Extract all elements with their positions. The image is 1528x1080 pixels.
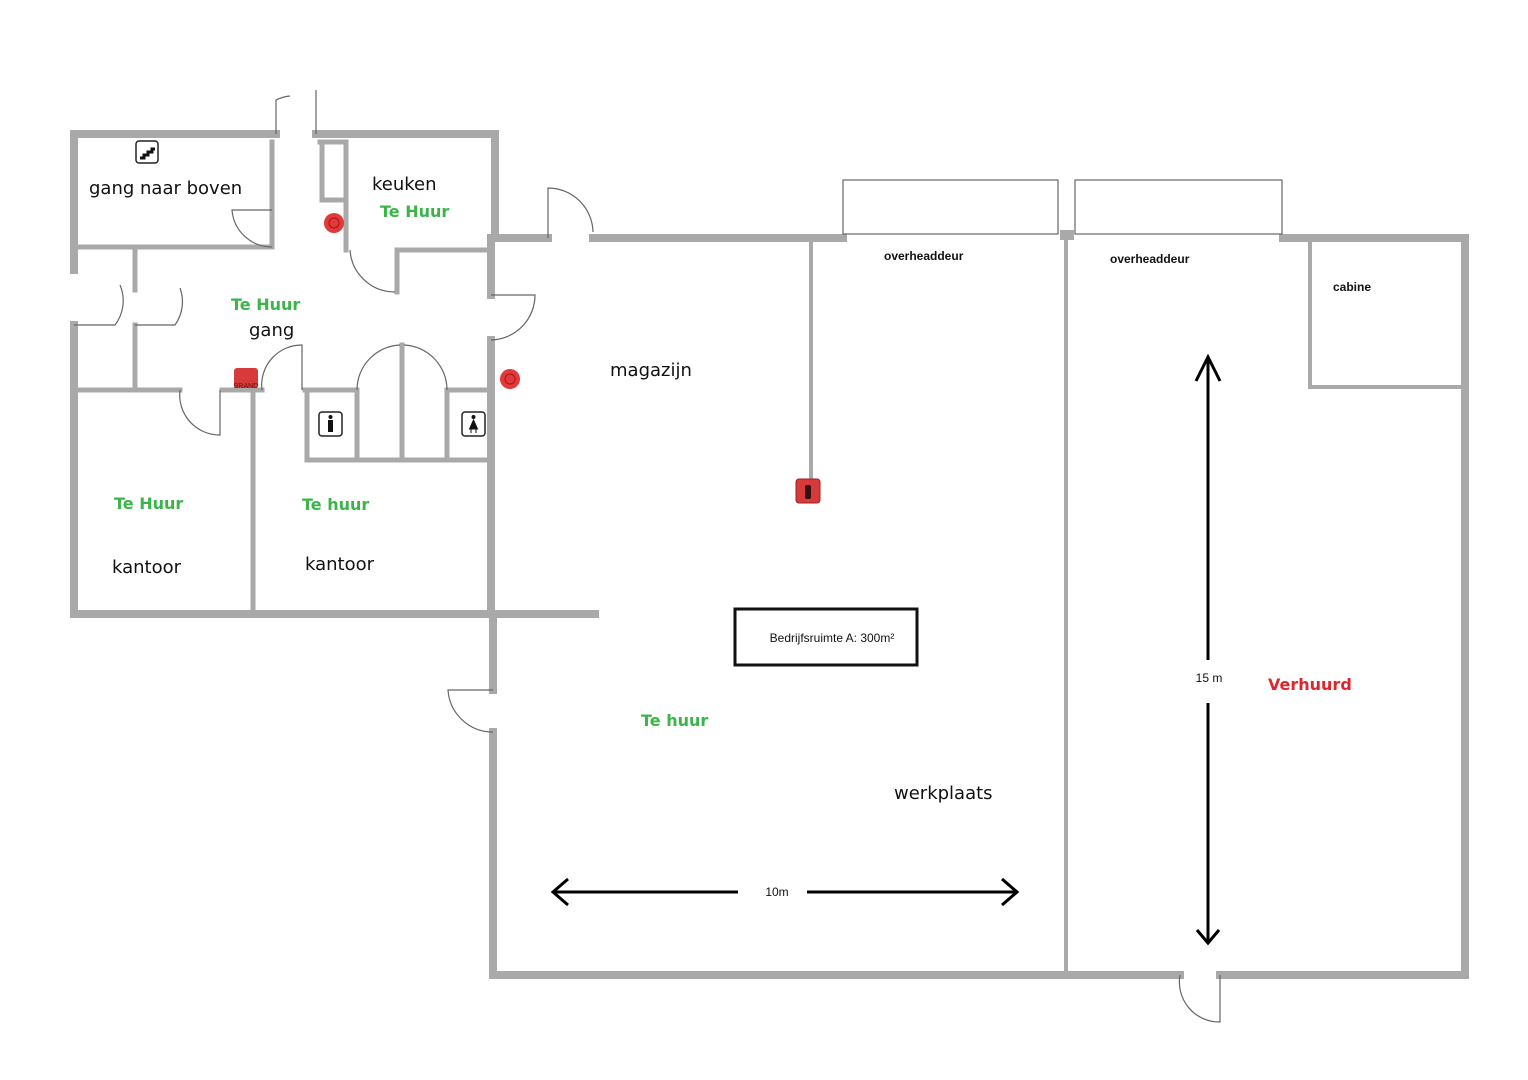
room-label-gang: gang (249, 320, 294, 341)
room-label-magazijn: magazijn (610, 360, 692, 381)
door-swings (74, 90, 1283, 1023)
room-label-cabine: cabine (1333, 280, 1371, 294)
info-box-text: Bedrijfsruimte A: 300m² (770, 631, 895, 645)
fire-extinguisher-icon (795, 478, 821, 504)
keuken-status: Te Huur (380, 202, 449, 221)
kantoor1-status: Te Huur (114, 494, 183, 513)
room-label-gang-naar-boven: gang naar boven (89, 178, 242, 199)
overhead-door-1-label: overheaddeur (884, 249, 964, 263)
walls (70, 130, 1469, 979)
pillar (1060, 230, 1074, 240)
overhead-door-2-label: overheaddeur (1110, 252, 1190, 266)
overhead-door-1 (842, 179, 1059, 235)
brand-label: BRAND (234, 383, 259, 390)
fire-alarm-icon: BRAND (234, 368, 259, 390)
gang-status: Te Huur (231, 295, 300, 314)
room-label-kantoor-1: kantoor (112, 557, 182, 578)
fire-hose-reel-icon (324, 213, 520, 389)
women-toilet-icon (461, 411, 486, 437)
room-label-kantoor-2: kantoor (305, 554, 375, 575)
width-dimension-label: 10m (765, 885, 788, 899)
room-label-keuken: keuken (372, 174, 437, 195)
depth-dimension-label: 15 m (1196, 671, 1223, 685)
info-box: Bedrijfsruimte A: 300m² (733, 607, 919, 667)
dimension-arrows (550, 353, 1222, 946)
room-label-werkplaats: werkplaats (894, 783, 993, 804)
stairs-icon (135, 140, 159, 164)
overhead-door-2 (1074, 179, 1283, 235)
men-toilet-icon (318, 411, 343, 437)
werkplaats-status: Te huur (641, 711, 708, 730)
kantoor2-status: Te huur (302, 495, 369, 514)
right-unit-status: Verhuurd (1268, 675, 1352, 694)
